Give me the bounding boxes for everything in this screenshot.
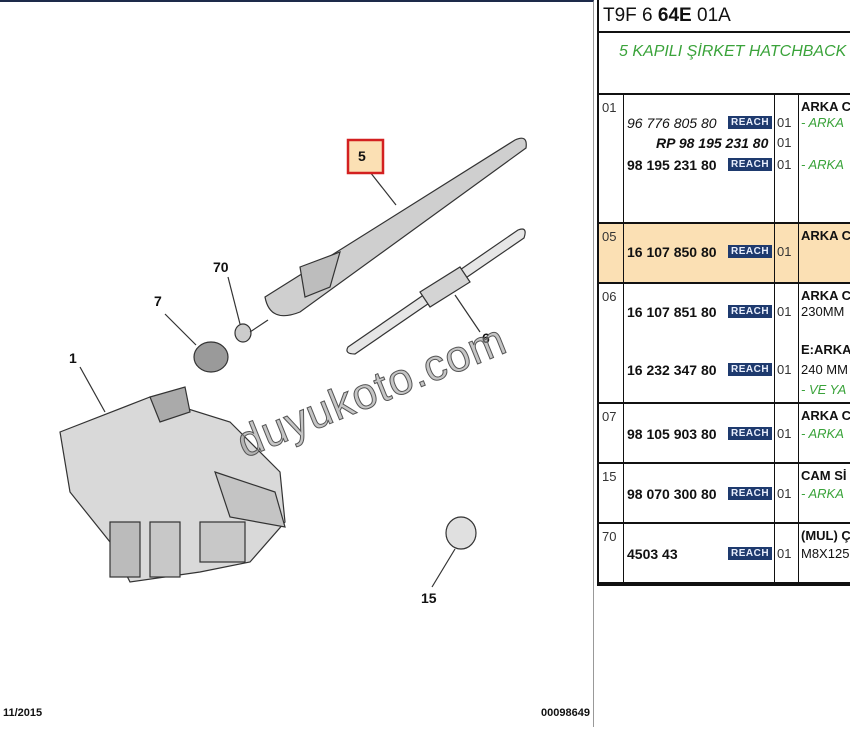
callout-15[interactable]: 15 [421,590,437,606]
ref-number[interactable]: 06 [599,284,624,402]
part-description: M8X125 [801,546,850,561]
part-description: 230MM [801,304,845,319]
qty-column [774,524,799,582]
diagram-code: 00098649 [541,707,590,719]
panel-title: T9F 6 64E 01A [599,0,850,33]
reach-badge: REACH [728,116,773,129]
part-number[interactable]: 16 107 850 80 [627,244,717,260]
quantity: 01 [777,304,792,319]
ref-number[interactable]: 15 [599,464,624,522]
qty-column [774,224,799,282]
part-title: (MUL) Ç [801,528,850,543]
title-bold: 64E [657,5,692,26]
quantity: 01 [777,157,792,172]
table-row[interactable]: 06 ARKA C 16 107 851 80 REACH 01 230MM E:ARKA 1… [599,284,850,404]
quantity: 01 [777,362,792,377]
quantity: 01 [777,135,792,150]
reach-badge: REACH [728,245,773,258]
table-row[interactable]: 01 ARKA C 96 776 805 80 REACH 01 - ARKA RP 98 … [599,95,850,224]
quantity: 01 [777,546,792,561]
table-row[interactable]: 05 ARKA C 16 107 850 80 REACH 01 [599,224,850,284]
part-number[interactable]: 98 195 231 80 [627,157,717,173]
quantity: 01 [777,486,792,501]
panel-subtitle: 5 KAPILI ŞİRKET HATCHBACK [599,33,850,95]
quantity: 01 [777,115,792,130]
part-number[interactable]: 98 070 300 80 [627,486,717,502]
qty-column [774,464,799,522]
part-number[interactable]: 96 776 805 80 [627,115,717,131]
part-title: CAM Sİ [801,468,847,483]
part-number[interactable]: RP 98 195 231 80 [656,135,769,151]
quantity: 01 [777,244,792,259]
reach-badge: REACH [728,427,773,440]
parts-list-panel: T9F 6 64E 01A 5 KAPILI ŞİRKET HATCHBACK … [597,0,850,586]
part-number[interactable]: 98 105 903 80 [627,426,717,442]
title-suffix: 01A [691,5,731,26]
part-description: - ARKA [801,157,844,172]
qty-column [774,95,799,222]
part-description: - ARKA [801,486,844,501]
callout-5[interactable]: 5 [358,148,366,164]
table-row[interactable]: 70 (MUL) Ç 4503 43 REACH 01 M8X125 [599,524,850,584]
reach-badge: REACH [728,363,773,376]
part-number[interactable]: 16 107 851 80 [627,304,717,320]
exploded-diagram: 5 1 6 7 15 70 duyukoto.com 11/2015 00098… [0,0,594,727]
part-number[interactable]: 16 232 347 80 [627,362,717,378]
callout-70[interactable]: 70 [213,259,229,275]
quantity: 01 [777,426,792,441]
part-title: ARKA C [801,228,850,243]
ref-number[interactable]: 01 [599,95,624,222]
title-prefix: T9F 6 [603,5,658,26]
callout-5-highlight[interactable] [346,138,385,175]
ref-number[interactable]: 70 [599,524,624,582]
part-title: ARKA C [801,288,850,303]
part-title-alt: E:ARKA [801,342,850,357]
callout-7[interactable]: 7 [154,293,162,309]
ref-number[interactable]: 07 [599,404,624,462]
callout-1[interactable]: 1 [69,350,77,366]
reach-badge: REACH [728,547,773,560]
diagram-date: 11/2015 [3,707,43,719]
qty-column [774,404,799,462]
part-title: ARKA C [801,408,850,423]
part-title: ARKA C [801,99,850,114]
table-row[interactable]: 15 CAM Sİ 98 070 300 80 REACH 01 - ARKA [599,464,850,524]
reach-badge: REACH [728,305,773,318]
wiper-assembly-drawing [59,137,527,588]
table-row[interactable]: 07 ARKA C 98 105 903 80 REACH 01 - ARKA [599,404,850,464]
part-number[interactable]: 4503 43 [627,546,678,562]
part-description: - ARKA [801,115,844,130]
part-description: 240 MM [801,362,848,377]
part-description: - ARKA [801,426,844,441]
reach-badge: REACH [728,158,773,171]
ref-number[interactable]: 05 [599,224,624,282]
part-note: - VE YA [801,382,847,397]
reach-badge: REACH [728,487,773,500]
qty-column [774,284,799,402]
callout-6[interactable]: 6 [482,330,490,346]
